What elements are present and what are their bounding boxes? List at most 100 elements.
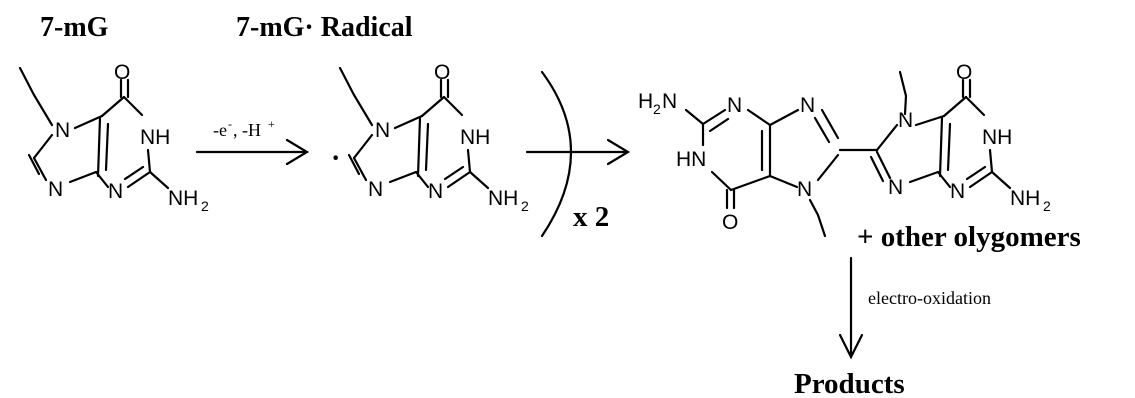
bracket bbox=[540, 70, 573, 238]
bond-n9-c8 bbox=[875, 150, 892, 180]
bond-c2-n3-double bbox=[965, 165, 987, 181]
radical-title: 7-mG· Radical bbox=[236, 12, 413, 43]
bond-methyl bbox=[338, 66, 374, 127]
reagent-electro-oxidation: electro-oxidation bbox=[868, 288, 991, 308]
bond-n1-c2 bbox=[466, 148, 472, 174]
bond-n7-methyl bbox=[898, 70, 908, 116]
bond-n9-c8 bbox=[820, 108, 840, 140]
bond-c2-n3 bbox=[701, 108, 727, 126]
atom-h2n-sub: 2 bbox=[653, 101, 661, 117]
bond-c2-n3 bbox=[126, 170, 152, 189]
bond-c6-n1 bbox=[442, 95, 464, 117]
bond-c6-o bbox=[725, 188, 736, 210]
bond-h2n-c2 bbox=[684, 108, 705, 126]
bond-c8-n7 bbox=[352, 133, 374, 160]
bond-n1-c2 bbox=[146, 148, 152, 174]
multiplier-label: x 2 bbox=[573, 201, 609, 233]
bond-c2-n3 bbox=[446, 170, 472, 189]
bond-c2-n3 bbox=[968, 170, 994, 189]
bond-n7-c5 bbox=[73, 114, 104, 130]
bond-c2-n3-double bbox=[443, 165, 465, 181]
bond-c5-n7 bbox=[768, 174, 799, 189]
bond-c6-o bbox=[439, 78, 450, 99]
bond-c6-n1 bbox=[964, 95, 986, 117]
atom-o: O bbox=[434, 61, 450, 84]
atom-n9: N bbox=[368, 178, 383, 201]
bond-n1-c6 bbox=[710, 170, 733, 192]
atom-n9: N bbox=[888, 176, 903, 199]
bond-c5-c6 bbox=[100, 95, 126, 118]
atom-nh2-sub: 2 bbox=[1043, 198, 1051, 214]
atom-hn: HN bbox=[676, 148, 706, 171]
bond-c4-c5-double bbox=[946, 122, 952, 172]
atom-n3: N bbox=[950, 180, 965, 203]
atom-nh: NH bbox=[460, 126, 490, 149]
bond-c4-n9 bbox=[768, 108, 800, 127]
radical-dot: · bbox=[331, 143, 340, 174]
atom-nh2: NH bbox=[168, 187, 198, 210]
atom-nh: NH bbox=[140, 126, 170, 149]
bond-c4-c5-double bbox=[104, 122, 110, 172]
atom-n3: N bbox=[727, 94, 742, 117]
bond-c2-nh2 bbox=[468, 170, 490, 190]
atom-n3: N bbox=[428, 180, 443, 203]
reagent-electron: -e bbox=[213, 120, 227, 140]
atom-nh2: NH bbox=[1010, 187, 1040, 210]
bond-c6-o bbox=[119, 78, 130, 99]
atom-n9: N bbox=[800, 94, 815, 117]
bond-c6-n1 bbox=[122, 95, 144, 117]
atom-n7: N bbox=[375, 119, 390, 142]
products-title: Products bbox=[794, 368, 905, 398]
bond-n9-c8-double bbox=[869, 155, 885, 183]
bond-c4-n9 bbox=[68, 170, 98, 184]
bond-c2-n3-double bbox=[123, 165, 145, 181]
bond-c4-c5 bbox=[416, 116, 422, 178]
bond-c6-o bbox=[961, 78, 972, 99]
molecule-7mg-radical: · O N NH N N NH 2 bbox=[331, 61, 529, 214]
reaction-arrow-1: -e - , -H + bbox=[195, 117, 310, 166]
bond-n9-c8-double bbox=[27, 153, 41, 176]
bond-n7-c5 bbox=[914, 114, 946, 127]
bond-c8-n7 bbox=[32, 133, 54, 160]
bond-n3-c4 bbox=[746, 108, 772, 127]
reagent-electron-charge: - bbox=[228, 117, 232, 131]
bond-c5-c6 bbox=[420, 95, 446, 118]
bond-c2-nh2 bbox=[990, 170, 1012, 190]
reactant-title: 7-mG bbox=[40, 12, 109, 43]
molecule-7mg: O N NH N N NH 2 bbox=[18, 61, 209, 214]
bond-c5-c6 bbox=[942, 95, 968, 118]
bond-n7-c8 bbox=[816, 153, 840, 182]
atom-o: O bbox=[114, 61, 130, 84]
atom-h2n: H bbox=[638, 90, 653, 113]
bond-c4-c5-double bbox=[424, 122, 430, 172]
bond-n7-methyl bbox=[808, 198, 827, 238]
bond-n9-c8 bbox=[352, 156, 368, 182]
bond-c4-n9 bbox=[388, 170, 418, 184]
atom-o: O bbox=[956, 61, 972, 84]
reagent-proton-charge: + bbox=[268, 117, 275, 131]
bond-n7-c5 bbox=[393, 114, 424, 130]
atom-nh2: NH bbox=[488, 187, 518, 210]
bond-c2-n3-double bbox=[708, 117, 730, 133]
molecule-dimer: H 2 N N N HN N O O N NH N N NH 2 bbox=[638, 61, 1051, 238]
bond-n9-c8 bbox=[32, 156, 48, 182]
atom-nh: NH bbox=[982, 126, 1012, 149]
bond-c2-nh2 bbox=[148, 170, 170, 190]
atom-nh2-sub: 2 bbox=[201, 198, 209, 214]
bond-c4-c5 bbox=[938, 116, 944, 178]
bond-c4-n9 bbox=[908, 170, 940, 184]
atom-n7: N bbox=[797, 178, 812, 201]
oligomers-label: + other olygomers bbox=[857, 221, 1081, 253]
atom-o: O bbox=[722, 211, 738, 234]
bond-n9-c8-double bbox=[347, 153, 361, 176]
atom-n7: N bbox=[898, 109, 913, 132]
atom-n9: N bbox=[48, 178, 63, 201]
bond-n9-c8-double bbox=[813, 116, 831, 144]
reagent-proton: , -H bbox=[233, 120, 261, 140]
atom-n3: N bbox=[108, 180, 123, 203]
reaction-arrow-3: electro-oxidation bbox=[838, 256, 991, 360]
atom-nh2-sub: 2 bbox=[521, 198, 529, 214]
bond-c8-n7 bbox=[875, 123, 899, 152]
atom-h2n-n: N bbox=[662, 90, 677, 113]
